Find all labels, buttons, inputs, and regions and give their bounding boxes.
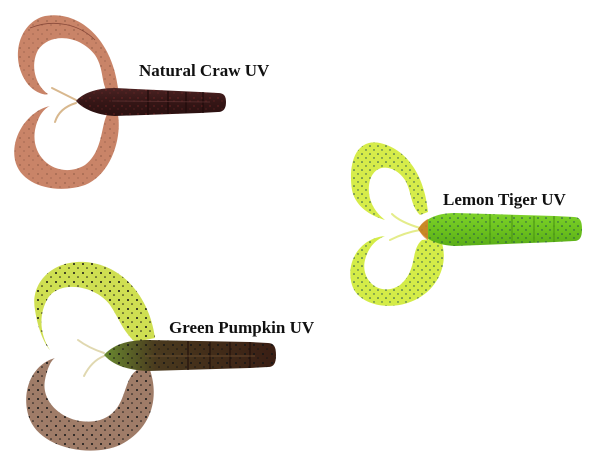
lure-natural-craw: [14, 15, 226, 189]
product-label-green-pumpkin: Green Pumpkin UV: [169, 318, 315, 337]
product-label-natural-craw: Natural Craw UV: [139, 61, 270, 80]
lure-green-pumpkin: [26, 261, 276, 451]
lure-lemon-tiger: [350, 142, 582, 306]
product-label-lemon-tiger: Lemon Tiger UV: [443, 190, 566, 209]
